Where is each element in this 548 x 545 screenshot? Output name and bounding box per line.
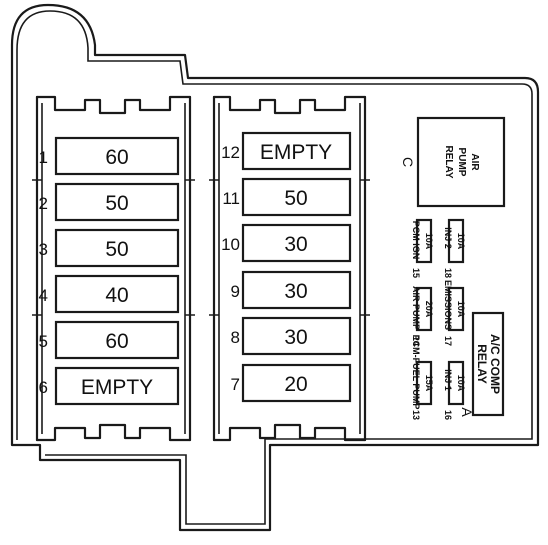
fuse-rating: 20 (284, 373, 307, 396)
fuse-slot-1: 1 60 (39, 136, 180, 176)
fuse-number: 2 (39, 194, 48, 213)
mini-fuse-circuit: PCM IGN (411, 221, 421, 260)
mini-fuse-circuit: PCM-FUEL PUMP (411, 335, 421, 410)
relay-a-line2: RELAY (475, 344, 489, 384)
left-fuse-panel (32, 95, 195, 442)
mini-fuse-rating: 15A (424, 375, 434, 392)
fuse-slot-7: 7 20 (231, 363, 352, 403)
relay-a-line1: A/C COMP (488, 334, 502, 394)
fuse-rating: EMPTY (81, 376, 153, 399)
mini-fuse-rating: 20A (424, 301, 434, 318)
fuse-number: 5 (39, 332, 48, 351)
mini-fuse-rating: 10A (424, 233, 434, 250)
fuse-number: 7 (231, 375, 240, 394)
relay-c-letter: C (400, 157, 416, 167)
mini-fuse-circuit: INJ 1 (443, 369, 453, 391)
mini-fuse-16: 10A 16 INJ 1 (443, 360, 466, 420)
mini-fuse-14: 20A 14 AIR PUMP (411, 286, 434, 346)
mini-fuse-circuit: INJ 2 (443, 227, 453, 249)
fuse-slot-2: 2 50 (39, 182, 180, 222)
fuse-rating: 30 (284, 280, 307, 303)
fuse-slot-3: 3 50 (39, 228, 180, 268)
fuse-slot-8: 8 30 (231, 316, 352, 356)
mini-fuse-number: 15 (411, 268, 421, 278)
fuse-rating: 30 (284, 233, 307, 256)
fuse-number: 9 (231, 282, 240, 301)
housing-inner-line (16, 10, 533, 525)
mini-fuse-number: 16 (443, 410, 453, 420)
mini-fuse-15: 10A 15 PCM IGN (411, 218, 434, 278)
fuse-block-housing (10, 3, 540, 532)
mini-fuse-circuit: AIR PUMP (411, 286, 421, 330)
fuse-rating: 50 (105, 238, 128, 261)
right-fuse-panel (209, 95, 370, 442)
fuse-number: 3 (39, 240, 48, 259)
fuse-number: 10 (221, 235, 240, 254)
fuse-slot-11: 11 50 (222, 177, 352, 217)
relay-c-line3: RELAY (443, 146, 454, 179)
mini-fuse-number: 13 (411, 410, 421, 420)
mini-fuse-13: 15A 13 PCM-FUEL PUMP (411, 335, 434, 420)
mini-fuse-rating: 10A (456, 233, 466, 250)
fuse-rating: 40 (105, 284, 128, 307)
fuse-slot-12: 12 EMPTY (221, 131, 352, 171)
fuse-slot-9: 9 30 (231, 270, 352, 310)
fuse-number: 1 (39, 148, 48, 167)
mini-fuse-rating: 10A (456, 301, 466, 318)
fuse-slot-5: 5 60 (39, 320, 180, 360)
fuse-rating: 30 (284, 326, 307, 349)
relay-c-line2: PUMP (456, 148, 467, 177)
fuse-number: 11 (222, 189, 240, 208)
fuse-rating: 60 (105, 146, 128, 169)
mini-fuse-18: 10A 18 INJ 2 (443, 218, 466, 278)
relay-c-line1: AIR (469, 153, 480, 171)
mini-fuse-number: 17 (443, 336, 453, 346)
fuse-rating: 50 (284, 187, 307, 210)
mini-fuse-rating: 10A (456, 375, 466, 392)
mini-fuse-17: 10A 17 EMISSIONS (443, 280, 466, 346)
mini-fuse-number: 14 (411, 336, 421, 346)
mini-fuse-circuit: EMISSIONS (443, 280, 453, 330)
fuse-slot-6: 6 EMPTY (39, 366, 180, 406)
fuse-number: 12 (221, 143, 240, 162)
fuse-number: 6 (39, 378, 48, 397)
air-pump-relay: AIR PUMP RELAY C (400, 116, 506, 208)
fuse-rating: 60 (105, 330, 128, 353)
fuse-number: 4 (39, 286, 48, 305)
fuse-number: 8 (231, 328, 240, 347)
relay-a-letter: A (459, 407, 475, 417)
mini-fuse-number: 18 (443, 268, 453, 278)
fuse-slot-10: 10 30 (221, 223, 352, 263)
fuse-slot-4: 4 40 (39, 274, 180, 314)
fuse-rating: EMPTY (260, 141, 332, 164)
fuse-rating: 50 (105, 192, 128, 215)
ac-comp-relay: A/C COMP RELAY A (459, 311, 505, 417)
